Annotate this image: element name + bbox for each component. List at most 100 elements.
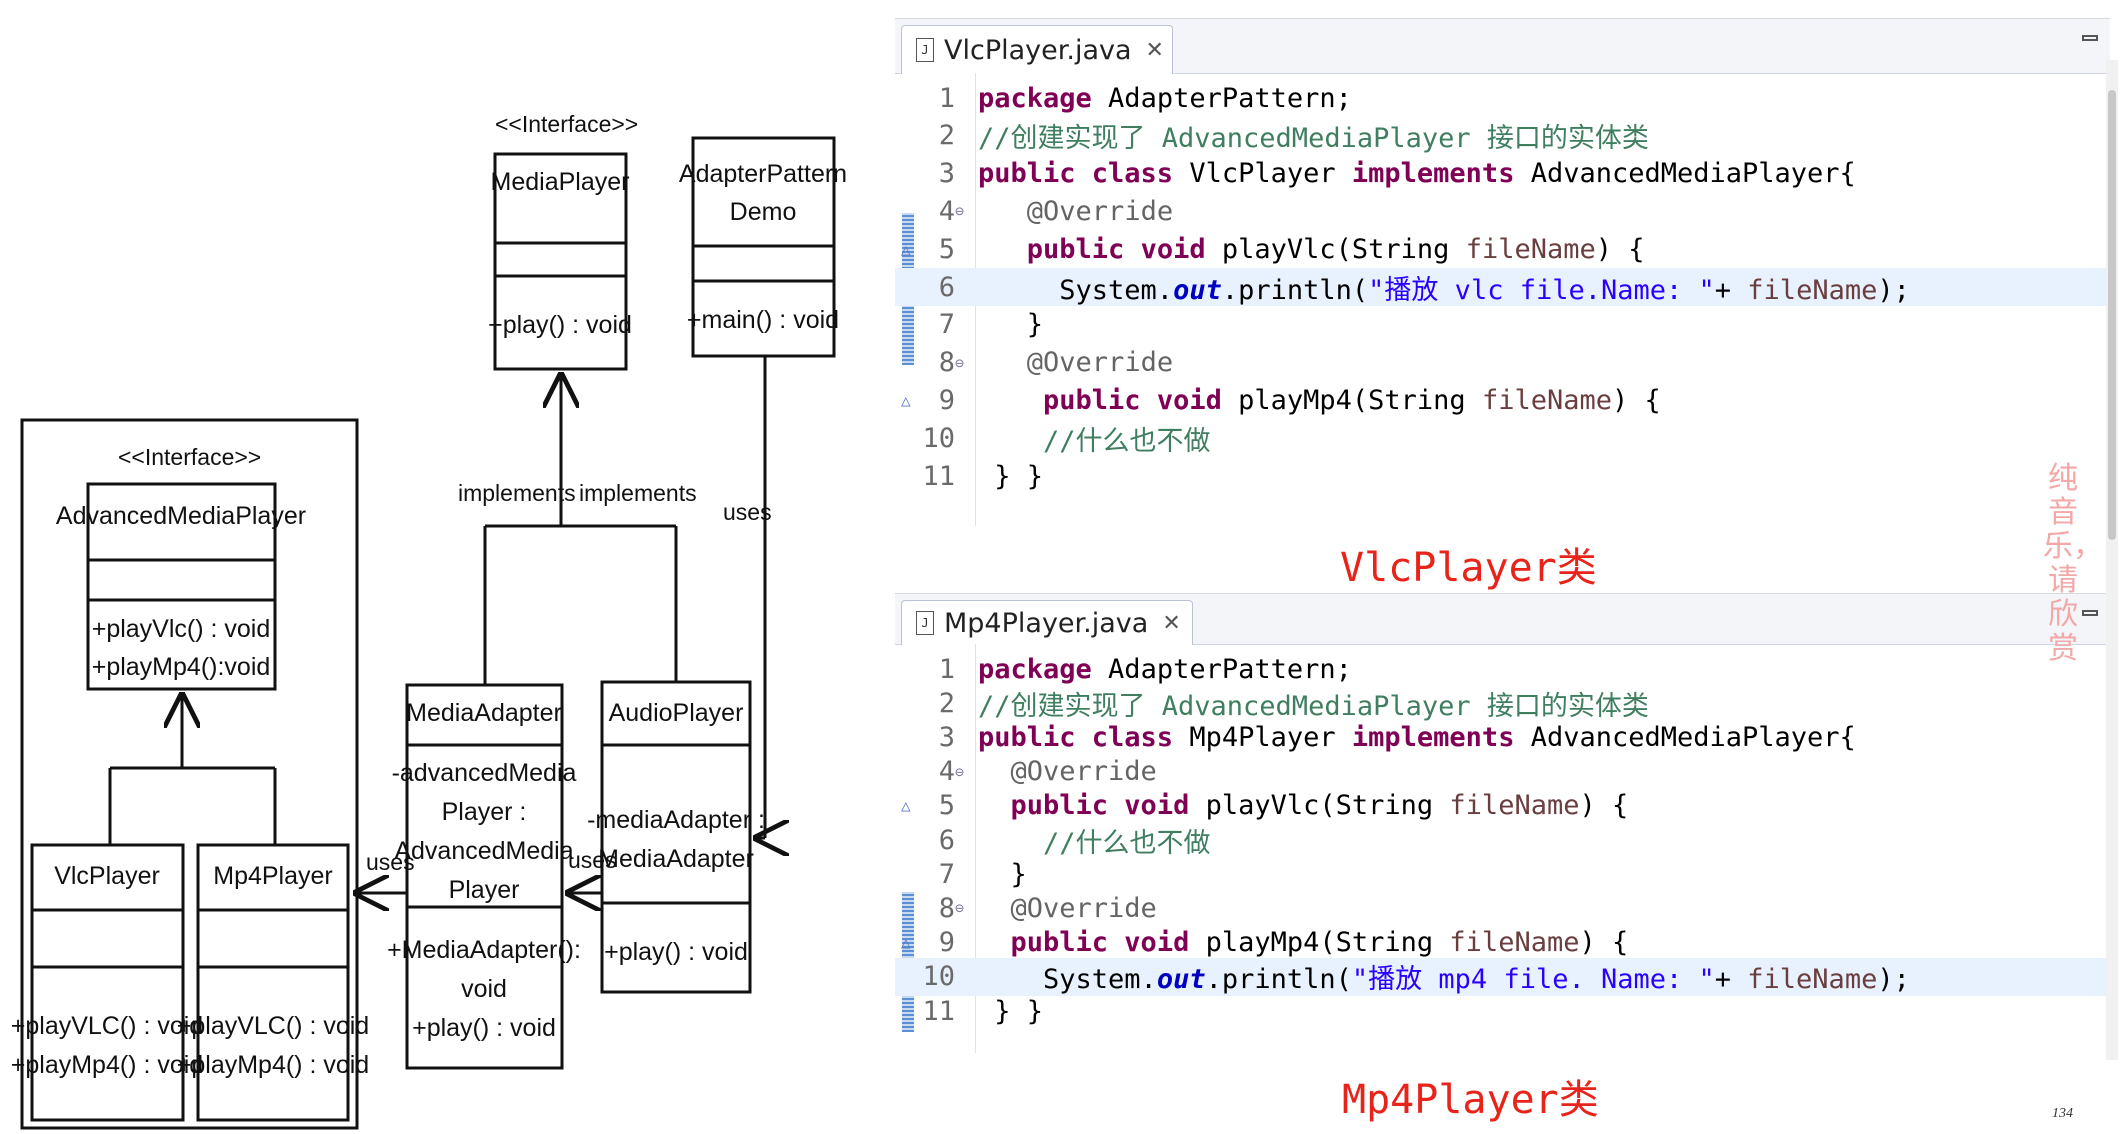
vlc-method-2: +playMp4() : void <box>11 1051 203 1079</box>
java-file-icon: J <box>916 611 934 635</box>
line-number: 7 <box>938 858 955 890</box>
code-line[interactable]: 11 } } <box>895 992 2110 1030</box>
code-text: //什么也不做 <box>1043 827 1211 859</box>
mediaplayer-class-box[interactable] <box>493 152 628 371</box>
code-text: } <box>978 858 1027 890</box>
line-number: 1 <box>938 82 955 114</box>
code-line[interactable]: 8⊖ @Override <box>895 889 2110 927</box>
fold-toggle-icon[interactable]: ⊖ <box>955 899 965 918</box>
vlcplayer-editor[interactable]: J VlcPlayer.java ✕ 1 package AdapterPatte… <box>895 18 2110 526</box>
mp4-name: Mp4Player <box>213 862 333 890</box>
override-marker-icon[interactable]: △ <box>901 796 911 816</box>
minimize-icon[interactable] <box>2082 35 2098 41</box>
code-text: public void playVlc(String fileName) { <box>1026 233 1645 265</box>
vlc-method-1: +playVLC() : void <box>11 1012 203 1040</box>
mp4-method-2: +playMp4() : void <box>177 1051 369 1079</box>
code-text: //创建实现了 AdvancedMediaPlayer 接口的实体类 <box>978 123 1649 155</box>
code-text: @Override <box>1026 347 1174 379</box>
implements-left-label: implements <box>458 480 576 506</box>
code-line[interactable]: 4⊖ @Override <box>895 192 2110 230</box>
code-text: } } <box>978 460 1044 492</box>
line-number: 3 <box>938 158 955 190</box>
editor-tabbar: J Mp4Player.java ✕ <box>895 593 2110 645</box>
code-line[interactable]: 10 //什么也不做 <box>895 419 2110 457</box>
code-area[interactable]: 1 package AdapterPattern;2//创建实现了 Advance… <box>895 73 2110 526</box>
uses-audio-label: uses <box>568 847 617 873</box>
override-marker-icon[interactable]: △ <box>901 239 911 259</box>
code-text: //什么也不做 <box>1043 425 1211 457</box>
code-line[interactable]: 2//创建实现了 AdvancedMediaPlayer 接口的实体类 <box>895 117 2110 155</box>
fold-toggle-icon[interactable]: ⊖ <box>955 762 965 781</box>
line-number: 4 <box>938 756 955 788</box>
adapter-method-1: +MediaAdapter(): <box>387 936 581 964</box>
tab-vlcplayer-java[interactable]: J VlcPlayer.java ✕ <box>901 25 1173 74</box>
adapter-attr-4: Player <box>449 876 520 904</box>
override-marker-icon[interactable]: △ <box>901 933 911 953</box>
editor-tabbar: J VlcPlayer.java ✕ <box>895 18 2110 74</box>
advancedmediaplayer-class-box[interactable] <box>86 482 277 691</box>
line-number: 11 <box>922 995 955 1027</box>
code-line[interactable]: 7 } <box>895 306 2110 344</box>
code-line[interactable]: 6 System.out.println("播放 vlc file.Name: … <box>895 268 2110 306</box>
code-text: @Override <box>1010 756 1157 788</box>
close-icon[interactable]: ✕ <box>1162 610 1181 636</box>
audio-method: +play() : void <box>604 938 748 966</box>
code-text: public void playMp4(String fileName) { <box>1043 384 1661 416</box>
code-line[interactable]: 6 //什么也不做 <box>895 821 2110 859</box>
code-text: package AdapterPattern; <box>978 82 1352 114</box>
code-line[interactable]: 1 package AdapterPattern; <box>895 79 2110 117</box>
line-number: 10 <box>922 961 955 993</box>
adapter-name: MediaAdapter <box>406 699 562 727</box>
line-number: 7 <box>938 309 955 341</box>
demo-method: +main() : void <box>687 306 839 334</box>
code-line[interactable]: 4⊖ @Override <box>895 753 2110 791</box>
code-line[interactable]: 9△ public void playMp4(String fileName) … <box>895 924 2110 962</box>
code-text: } } <box>978 995 1044 1027</box>
code-text: //创建实现了 AdvancedMediaPlayer 接口的实体类 <box>978 690 1649 722</box>
mediaplayer-method: +play() : void <box>488 311 632 339</box>
implements-right-label: implements <box>579 480 697 506</box>
code-line[interactable]: 9 △ public void playMp4(String fileName) … <box>895 381 2110 419</box>
tab-mp4player-java[interactable]: J Mp4Player.java ✕ <box>901 600 1193 645</box>
advanced-method-1: +playVlc() : void <box>92 615 271 643</box>
code-line[interactable]: 10 System.out.println("播放 mp4 file. Name… <box>895 957 2110 996</box>
code-line[interactable]: 7 } <box>895 855 2110 893</box>
code-line[interactable]: 5△ public void playVlc(String fileName) … <box>895 230 2110 268</box>
fold-toggle-icon[interactable]: ⊖ <box>955 202 965 221</box>
code-line[interactable]: 2 //创建实现了 AdvancedMediaPlayer 接口的实体类 <box>895 684 2110 722</box>
demo-name-line1: AdapterPattern <box>679 160 847 188</box>
code-text: } <box>978 309 1044 341</box>
fold-toggle-icon[interactable]: ⊖ <box>955 353 965 372</box>
code-line[interactable]: 8⊖ @Override <box>895 344 2110 382</box>
close-icon[interactable]: ✕ <box>1145 37 1164 63</box>
line-number: 8 <box>938 347 955 379</box>
line-number: 2 <box>938 687 955 719</box>
uses-demo-label: uses <box>723 499 772 525</box>
mp4player-class-box[interactable] <box>196 843 350 1122</box>
mediaplayer-name: MediaPlayer <box>491 168 630 196</box>
adapter-attr-2: Player : <box>442 798 527 826</box>
adapter-attr-1: -advancedMedia <box>392 759 577 787</box>
minimize-icon[interactable] <box>2082 610 2098 616</box>
advanced-stereotype: <<Interface>> <box>118 444 261 470</box>
side-note: 纯音乐，请欣赏 <box>2043 461 2103 666</box>
line-number: 3 <box>938 721 955 753</box>
vlcplayer-class-box[interactable] <box>30 843 185 1122</box>
code-line[interactable]: 11 } } <box>895 457 2110 495</box>
adapter-attr-3: AdvancedMedia <box>394 837 573 865</box>
adapter-method-2: void <box>461 975 507 1003</box>
line-number: 9 <box>938 927 955 959</box>
scrollbar-thumb[interactable] <box>2108 90 2116 540</box>
code-text: @Override <box>1026 195 1174 227</box>
page-number: 134 <box>2052 1106 2073 1121</box>
interface-group-frame <box>20 418 359 1130</box>
line-number: 9 <box>938 384 955 416</box>
code-line[interactable]: 5△ public void playVlc(String fileName) … <box>895 787 2110 825</box>
override-marker-icon[interactable]: △ <box>901 390 911 410</box>
line-number: 10 <box>922 422 955 454</box>
